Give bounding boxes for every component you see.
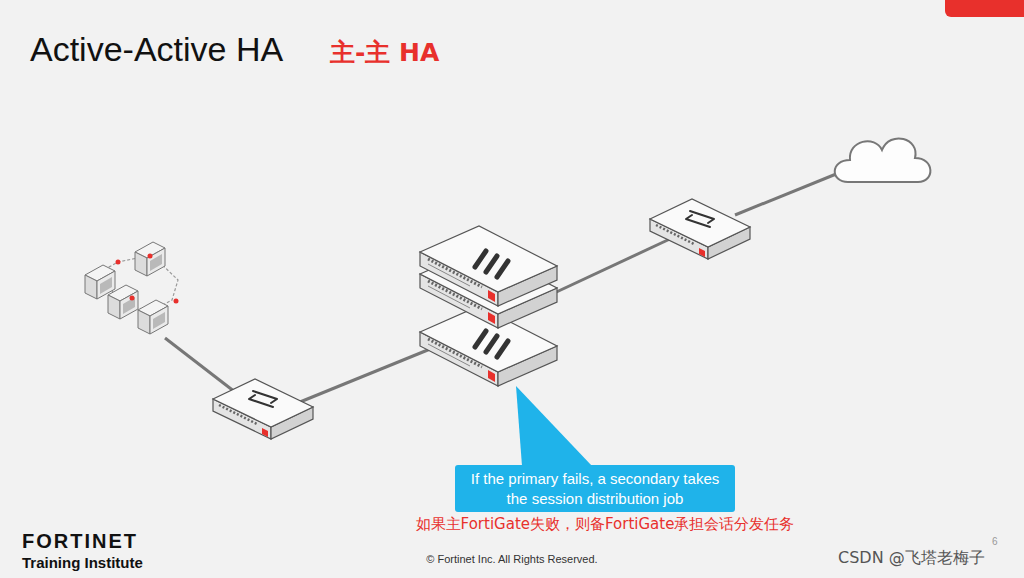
callout-box: If the primary fails, a secondary takes … — [455, 465, 735, 512]
links — [165, 170, 846, 402]
translated-title: 主-主 HA — [330, 36, 439, 69]
brand-logo: FORTINET — [22, 530, 138, 553]
page-number: 6 — [992, 536, 998, 547]
switch — [213, 379, 313, 439]
copyright: © Fortinet Inc. All Rights Reserved. — [426, 553, 597, 565]
internet-cloud — [835, 138, 931, 182]
switch — [650, 199, 750, 259]
client-group — [85, 242, 179, 334]
callout-text: If the primary fails, a secondary takes … — [465, 469, 725, 508]
translated-note: 如果主FortiGate失败，则备FortiGate承担会话分发任务 — [416, 515, 795, 534]
brand-subtitle: Training Institute — [22, 554, 143, 571]
corner-tab — [945, 0, 1024, 17]
callout-pointer — [516, 386, 592, 466]
fortigate — [420, 226, 557, 306]
watermark: CSDN @飞塔老梅子 — [838, 548, 985, 569]
slide-title: Active-Active HA — [30, 30, 283, 69]
